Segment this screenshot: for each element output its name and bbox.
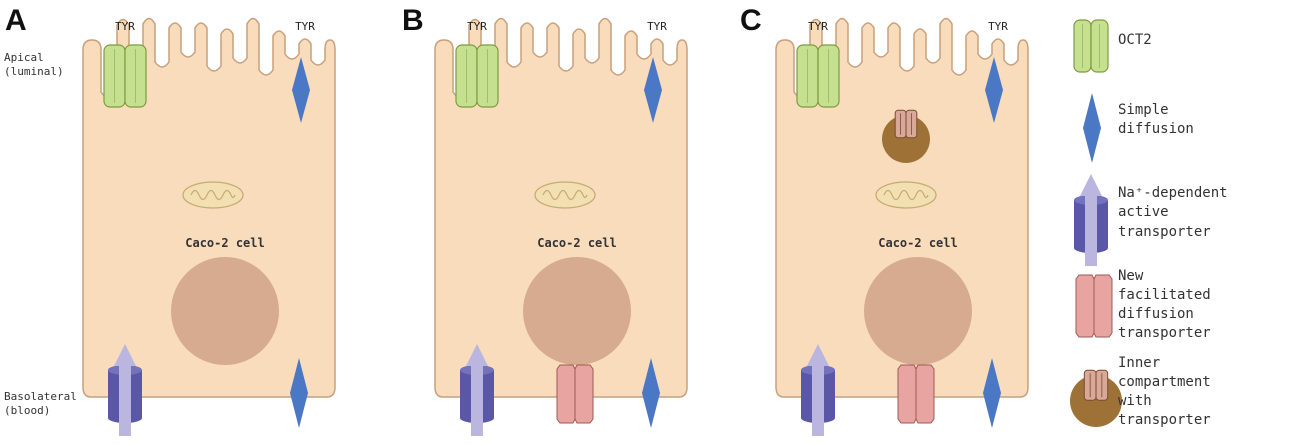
- tyr-label: TYR: [115, 20, 135, 33]
- panel-c: C Caco-2 cell TYR TYR: [740, 4, 1029, 436]
- nucleus: [864, 257, 972, 365]
- simple-diffusion-apical: [985, 57, 1003, 123]
- legend-oct2-icon: [1073, 19, 1109, 73]
- oct2-transporter: [796, 44, 840, 108]
- cell-label: Caco-2 cell: [185, 236, 264, 250]
- legend-diffusion-icon: [1083, 93, 1101, 163]
- apical-label: Apical: [4, 51, 44, 64]
- legend-inner-text: with: [1118, 393, 1152, 409]
- panel-a: A Caco-2 cell TYR TYR: [5, 4, 336, 436]
- new-facilitated-transporter: [556, 364, 594, 424]
- legend-simple-text: diffusion: [1118, 121, 1194, 137]
- legend-inner-icon: [1070, 369, 1122, 427]
- legend-new-text: facilitated: [1118, 287, 1211, 303]
- inner-compartment: [882, 109, 930, 163]
- legend-new-text: diffusion: [1118, 306, 1194, 322]
- simple-diffusion-apical: [644, 57, 662, 123]
- nucleus: [523, 257, 631, 365]
- panel-b: B Caco-2 cell TYR TYR: [402, 4, 688, 436]
- tyr-label: TYR: [808, 20, 828, 33]
- tyr-label: TYR: [467, 20, 487, 33]
- tyr-label: TYR: [988, 20, 1008, 33]
- oct2-transporter: [103, 44, 147, 108]
- legend-oct2-text: OCT2: [1118, 32, 1152, 48]
- panels: A Caco-2 cell TYR TYR B Caco-2 cell TYR TYR C Cac…: [5, 4, 1029, 436]
- legend-inner-text: transporter: [1118, 412, 1211, 428]
- legend: OCT2SimplediffusionNa⁺-dependentactivetr…: [1070, 19, 1228, 428]
- side-labels: Apical (luminal) Basolateral (blood): [4, 51, 77, 417]
- mitochondrion: [534, 181, 596, 209]
- luminal-label: (luminal): [4, 65, 64, 78]
- cell-label: Caco-2 cell: [878, 236, 957, 250]
- oct2-transporter: [455, 44, 499, 108]
- mitochondrion: [875, 181, 937, 209]
- legend-new-icon: [1075, 274, 1113, 338]
- simple-diffusion-basolateral: [983, 358, 1001, 428]
- legend-na-text: active: [1118, 204, 1169, 220]
- legend-na-text: Na⁺-dependent: [1118, 185, 1228, 201]
- tyr-label: TYR: [647, 20, 667, 33]
- legend-inner-text: compartment: [1118, 374, 1211, 390]
- legend-simple-text: Simple: [1118, 102, 1169, 118]
- na-dependent-transporter: [801, 344, 835, 436]
- mitochondrion: [182, 181, 244, 209]
- legend-new-text: New: [1118, 268, 1144, 284]
- simple-diffusion-basolateral: [290, 358, 308, 428]
- simple-diffusion-apical: [292, 57, 310, 123]
- cell-label: Caco-2 cell: [537, 236, 616, 250]
- legend-inner-text: Inner: [1118, 355, 1160, 371]
- legend-na-text: transporter: [1118, 224, 1211, 240]
- legend-new-text: transporter: [1118, 325, 1211, 341]
- new-facilitated-transporter: [897, 364, 935, 424]
- panel-letter: B: [402, 4, 424, 37]
- panel-letter: A: [5, 4, 27, 37]
- na-dependent-transporter: [108, 344, 142, 436]
- panel-letter: C: [740, 4, 762, 37]
- na-dependent-transporter: [460, 344, 494, 436]
- tyr-label: TYR: [295, 20, 315, 33]
- nucleus: [171, 257, 279, 365]
- basolateral-label: Basolateral: [4, 390, 77, 403]
- simple-diffusion-basolateral: [642, 358, 660, 428]
- legend-na-icon: [1074, 174, 1108, 266]
- blood-label: (blood): [4, 404, 50, 417]
